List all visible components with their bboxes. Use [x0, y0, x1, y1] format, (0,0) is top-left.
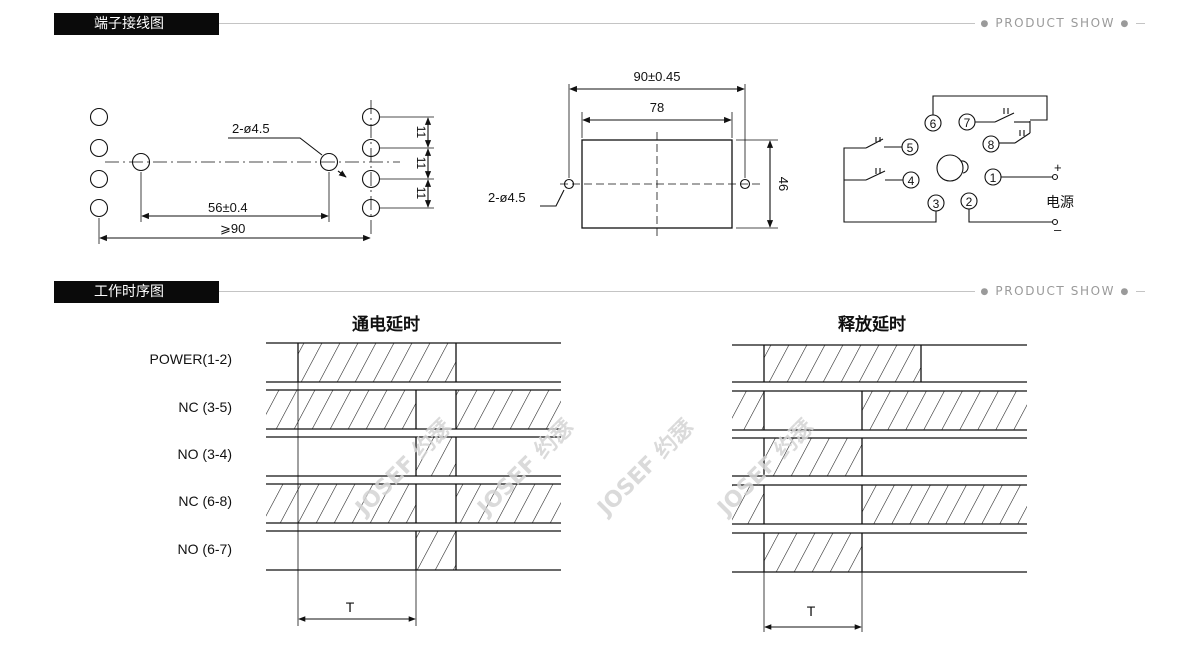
socket-key [936, 154, 964, 182]
terminal-circle [89, 169, 109, 189]
power-plus: + [1054, 160, 1062, 175]
pin-label-1: 1 [990, 171, 997, 185]
section-title-wiring: 端子接线图 [54, 13, 219, 35]
hole-label: 2-ø4.5 [232, 121, 270, 136]
pin-wiring-diagram [843, 95, 1059, 226]
timing-row-label: NC (3-5) [178, 399, 232, 415]
off-delay-chart [732, 344, 1027, 632]
spacing-dimension: 56±0.4 [208, 200, 248, 215]
terminal-circle [361, 169, 381, 189]
terminal-circle [89, 198, 109, 218]
section-divider [219, 23, 1145, 24]
section-title-timing: 工作时序图 [54, 281, 219, 303]
period-label: T [807, 603, 816, 619]
pin-label-6: 6 [930, 117, 937, 131]
pin-label-7: 7 [964, 116, 971, 130]
pitch-dimension: 11 [414, 126, 428, 139]
terminal-circle [89, 138, 109, 158]
mounting-hole [739, 178, 751, 190]
pin-label-8: 8 [988, 138, 995, 152]
off-delay-title: 释放延时 [838, 314, 906, 334]
hole-label: 2-ø4.5 [488, 190, 526, 205]
product-show-tag: ● PRODUCT SHOW ● [974, 16, 1136, 30]
pin-label-3: 3 [933, 197, 940, 211]
section-divider [219, 291, 1145, 292]
pin-8 [982, 135, 1000, 153]
product-show-tag: ● PRODUCT SHOW ● [974, 284, 1136, 298]
housing-dimension-diagram [540, 84, 778, 240]
timing-row-label: POWER(1-2) [150, 351, 232, 367]
pitch-dimension: 11 [414, 157, 428, 170]
power-label: 电源 [1046, 194, 1074, 210]
mounting-hole [563, 178, 575, 190]
on-delay-title: 通电延时 [352, 314, 420, 334]
socket-mounting-diagram [89, 100, 434, 244]
timing-row-label: NO (6-7) [178, 541, 232, 557]
timing-row-label: NC (6-8) [178, 493, 232, 509]
pin-label-2: 2 [966, 195, 973, 209]
min-length-dimension: ⩾90 [220, 221, 245, 236]
height-dimension: 46 [776, 177, 791, 191]
pin-label-5: 5 [907, 141, 914, 155]
pin-label-4: 4 [908, 174, 915, 188]
outer-width-dimension: 90±0.45 [634, 69, 681, 84]
mounting-hole [319, 152, 339, 172]
period-label: T [346, 599, 355, 615]
terminal-circle [89, 107, 109, 127]
power-minus: – [1054, 222, 1062, 237]
pitch-dimension: 11 [414, 187, 428, 200]
inner-width-dimension: 78 [650, 100, 664, 115]
timing-row-label: NO (3-4) [178, 446, 232, 462]
on-delay-chart [266, 342, 561, 626]
